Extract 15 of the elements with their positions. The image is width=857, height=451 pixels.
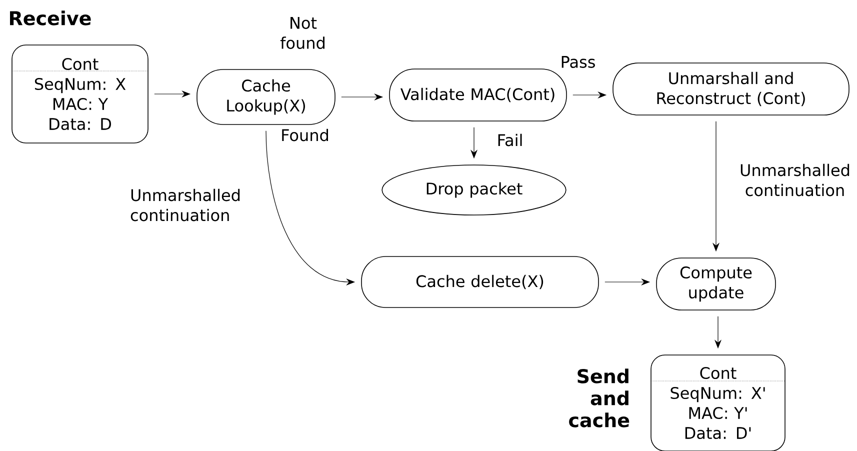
process-box: Compute update	[656, 258, 776, 310]
edge-label: Fail	[498, 134, 522, 146]
edge-label: Pass	[562, 56, 595, 68]
edge-label: Unmarshalled continuation	[740, 164, 850, 196]
section-heading: Send and cache	[569, 368, 630, 428]
edge-label: Not found	[280, 17, 324, 49]
process-box: Unmarshall and Reconstruct (Cont)	[612, 62, 850, 116]
process-box: Cache delete(X)	[361, 256, 599, 308]
edge-label: Found	[282, 128, 328, 142]
process-box: Validate MAC(Cont)	[389, 68, 567, 122]
process-box: Cache Lookup(X)	[196, 69, 336, 125]
section-heading: Receive	[10, 10, 91, 26]
packet-record: Cont SeqNum: X' MAC: Y' Data: D'	[650, 354, 786, 451]
flow-note: Unmarshalled continuation	[130, 188, 240, 222]
packet-record: Cont SeqNum: X MAC: Y Data: D	[12, 44, 148, 144]
